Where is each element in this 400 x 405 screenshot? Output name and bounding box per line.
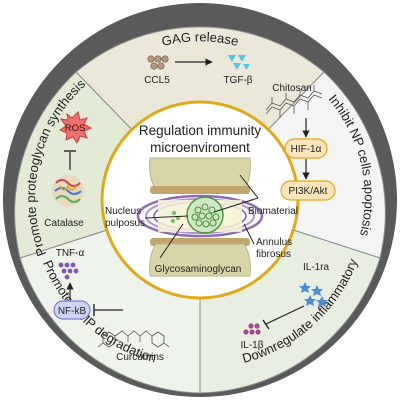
label-curcumins: Curcumins [116,352,164,363]
inhibit-il1ra-to-il1b [265,305,305,325]
label-biomaterial: Biomaterial [248,206,298,217]
inhibit-bar-il1b [262,319,270,330]
il1ra-stars-icon [299,282,328,307]
label-ccl5: CCL5 [144,75,170,86]
label-il1b: IL-1β [241,340,264,351]
center-title-line2: microenviroment [150,140,250,155]
label-tgfb: TGF-β [223,75,252,86]
label-tnf: TNF-α [56,248,85,259]
label-gag: Glycosaminoglycan [155,264,242,275]
pointer-gag [159,223,184,259]
label-chitosan: Chitosan [272,83,311,94]
hif-node [284,138,328,159]
tnf-molecules-icon [58,262,79,280]
ros-burst-icon [58,111,93,145]
nucleus-pulposus-icon [186,196,224,234]
nfkb-node [53,300,91,320]
il1b-molecules-icon [243,323,261,335]
label-hif: HIF-1α [291,144,322,155]
ccl5-molecules-icon [147,55,169,70]
catalase-protein-icon [52,175,84,207]
lower-vertebra-icon [149,238,251,277]
center-title-line1: Regulation immunity [139,123,262,138]
pointer-annulus [243,223,255,245]
label-nfkb: NF-kB [58,306,87,317]
pointer-nucleus [144,215,189,219]
tgfb-triangles-icon [228,55,250,70]
pointer-biomaterial [213,197,259,213]
label-annulus-line2: fibrosus [256,249,291,260]
label-nucleus-line2: pulposus [105,218,145,229]
pi3k-node [280,180,336,201]
upper-vertebra-icon [149,157,251,194]
curcumin-structure-icon [97,330,170,348]
chitosan-structure-icon [265,85,323,118]
label-ros: ROS [65,123,86,134]
pointer-biomaterial-from [239,174,259,199]
label-pi3k: PI3K/Akt [289,186,328,197]
label-nucleus-line1: Nucleus [105,206,141,217]
label-il1ra: IL-1ra [303,262,330,273]
label-catalase: Catalase [44,218,84,229]
label-annulus-line1: Annulus [256,237,292,248]
